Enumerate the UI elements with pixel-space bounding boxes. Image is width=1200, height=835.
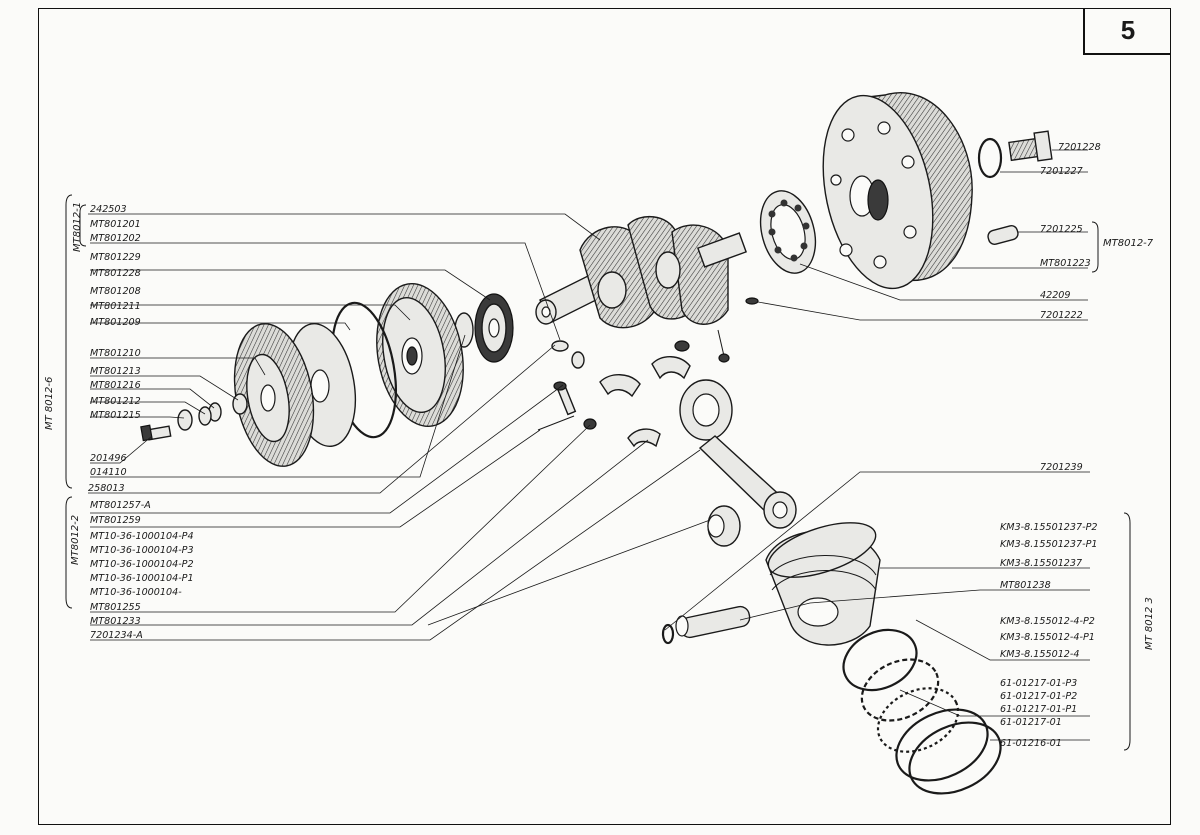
part-label: MT801201 (90, 219, 141, 230)
part-label: 7201234-A (90, 630, 143, 641)
part-label: MT801229 (90, 252, 141, 263)
part-label: KM3-8.15501237 (1000, 558, 1083, 569)
part-label: MT10-36-1000104-P3 (90, 545, 194, 556)
part-label: 42209 (1040, 290, 1071, 301)
part-label: 61-01217-01-P3 (1000, 678, 1077, 689)
washer-7201227 (977, 137, 1003, 179)
part-label: MT801202 (90, 233, 141, 244)
part-label: MT801233 (90, 616, 141, 627)
con-rod-nut (583, 418, 597, 430)
part-label: 014110 (90, 467, 127, 478)
washer-801213 (232, 393, 248, 415)
part-label: KM3-8.15501237-P1 (1000, 539, 1097, 550)
part-label: 242503 (90, 204, 127, 215)
part-label: MT801223 (1040, 258, 1091, 269)
piston-pin (675, 605, 751, 639)
part-label: MT801213 (90, 366, 141, 377)
small-insert (674, 340, 690, 352)
flywheel-rotor (822, 92, 973, 290)
part-label: MT10-36-1000104- (90, 587, 182, 598)
part-label: 201496 (90, 453, 127, 464)
bearing-shell-lower (627, 428, 661, 448)
part-label: KM3-8.15501237-P2 (1000, 522, 1097, 533)
group-label-mt8012-2: MT8012-2 (70, 515, 81, 565)
part-label: 7201239 (1040, 462, 1083, 473)
bearing-shell-rod (651, 356, 691, 380)
group-brackets (65, 194, 1131, 751)
part-label: MT801211 (90, 301, 141, 312)
connecting-rod (679, 379, 797, 529)
part-label: 7201225 (1040, 224, 1083, 235)
pulley (233, 323, 315, 467)
part-label: 7201228 (1058, 142, 1101, 153)
part-label: MT801215 (90, 410, 141, 421)
page-number: 5 (1120, 15, 1136, 45)
main-bearing (759, 190, 817, 274)
con-rod-bolt (553, 381, 577, 416)
part-label: 61-01217-01 (1000, 717, 1062, 728)
group-label-mt8012-1: MT8012-1 (72, 202, 83, 252)
part-label: MT10-36-1000104-P1 (90, 573, 194, 584)
lock-washer-801215 (177, 409, 193, 431)
part-label: 7201222 (1040, 310, 1083, 321)
drawing-frame (38, 8, 1171, 825)
group-label-mt8012-3: MT 8012 3 (1144, 597, 1155, 650)
key-801233 (551, 340, 569, 352)
leader-lines (88, 149, 1090, 741)
part-label: KM3-8.155012-4-P2 (1000, 616, 1095, 627)
washer-801212 (198, 406, 212, 426)
part-label: 61-01216-01 (1000, 738, 1062, 749)
clutch-drum (376, 283, 464, 427)
small-end-bushing (707, 505, 741, 547)
pulley-bolt (140, 424, 172, 442)
part-label: MT10-36-1000104-P4 (90, 531, 194, 542)
part-label: MT10-36-1000104-P2 (90, 559, 194, 570)
cotter-pin (537, 415, 575, 431)
part-label: MT801257-A (90, 500, 151, 511)
part-label: 61-01217-01-P1 (1000, 704, 1077, 715)
part-label: MT801255 (90, 602, 141, 613)
part-label: MT801210 (90, 348, 141, 359)
part-label: KM3-8.155012-4-P1 (1000, 632, 1095, 643)
timing-gear (474, 293, 514, 363)
woodruff-key (745, 297, 759, 305)
part-label: 7201227 (1040, 166, 1084, 177)
part-label: MT801259 (90, 515, 141, 526)
piston (765, 522, 881, 646)
crankshaft (535, 215, 747, 363)
dowel-pin (987, 225, 1019, 245)
group-label-mt8012-6: MT 8012-6 (44, 377, 55, 430)
piston-rings (842, 628, 1002, 795)
page-number-box: 5 (1083, 8, 1171, 55)
bushing-801233 (571, 351, 585, 369)
flywheel-bolt (1008, 130, 1053, 162)
part-label: MT801228 (90, 268, 141, 279)
part-label: MT801212 (90, 396, 141, 407)
bearing-shell-upper (599, 374, 641, 398)
group-label-mt8012-7: MT8012-7 (1103, 238, 1154, 249)
piston-pin-circlip (661, 623, 675, 645)
part-label: MT801209 (90, 317, 141, 328)
part-label: MT801208 (90, 286, 141, 297)
part-label: 258013 (88, 483, 125, 494)
part-label: MT801216 (90, 380, 141, 391)
part-label: MT801238 (1000, 580, 1051, 591)
part-label: 61-01217-01-P2 (1000, 691, 1077, 702)
part-label: KM3-8.155012-4 (1000, 649, 1079, 660)
